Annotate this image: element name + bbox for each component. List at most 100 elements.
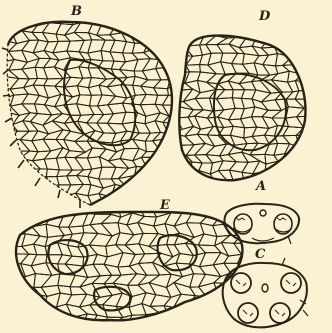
- tissue-cell: [295, 147, 313, 152]
- label-c: C: [255, 248, 265, 261]
- tissue-cell: [41, 204, 62, 213]
- tissue-cell: [83, 225, 98, 234]
- tissue-cell: [189, 304, 207, 317]
- tissue-cell: [262, 293, 275, 307]
- tissue-cell: [232, 64, 249, 74]
- tissue-cell: [319, 62, 332, 74]
- tissue-cell: [104, 324, 123, 333]
- tissue-cell: [188, 191, 203, 199]
- tissue-cell: [259, 264, 276, 275]
- tissue-cell: [307, 180, 324, 191]
- figure-c-section: [223, 258, 308, 327]
- tissue-cell: [13, 168, 29, 178]
- tissue-cell: [317, 107, 332, 118]
- tissue-cell: [174, 283, 195, 296]
- tissue-cell: [310, 152, 326, 163]
- label-d: D: [259, 10, 270, 23]
- tissue-cell: [154, 43, 172, 52]
- tissue-cell: [157, 157, 172, 169]
- tissue-cell: [197, 303, 219, 315]
- tissue-cell: [252, 117, 269, 129]
- tissue-cell: [138, 275, 160, 285]
- tissue-cell: [21, 295, 40, 307]
- tissue-cell: [30, 305, 50, 315]
- tissue-cell: [56, 205, 69, 212]
- tissue-cell: [9, 194, 27, 205]
- tissue-cell: [317, 190, 332, 201]
- tissue-cell: [299, 45, 313, 55]
- tissue-cell: [134, 59, 150, 71]
- tissue-cell: [75, 141, 92, 152]
- tissue-cell: [0, 176, 15, 186]
- tissue-cell: [179, 176, 194, 188]
- tissue-cell: [145, 24, 159, 32]
- tissue-cell: [199, 314, 220, 327]
- tissue-cell: [295, 152, 310, 162]
- tissue-cell: [128, 324, 146, 333]
- tissue-cell: [198, 234, 217, 246]
- tissue-cell: [308, 54, 324, 63]
- tissue-cell: [134, 196, 147, 206]
- tissue-cell: [42, 204, 64, 218]
- tissue-cell: [141, 175, 162, 188]
- tissue-cell: [87, 114, 104, 123]
- tissue-cell: [249, 29, 270, 36]
- tissue-cell: [321, 36, 332, 46]
- tissue-cell: [89, 14, 102, 24]
- tissue-cell: [244, 28, 258, 39]
- tissue-cell: [67, 170, 84, 176]
- tissue-cell: [165, 176, 179, 188]
- tissue-cell: [156, 175, 172, 187]
- tissue-cell: [23, 169, 40, 178]
- tissue-cell: [295, 81, 314, 91]
- tissue-cell: [177, 51, 193, 59]
- tissue-cell: [296, 161, 310, 173]
- tissue-cell: [285, 27, 302, 39]
- label-a: A: [256, 180, 266, 193]
- tissue-cell: [20, 212, 41, 223]
- tissue-cell: [174, 14, 191, 25]
- tissue-cell: [31, 203, 48, 213]
- tissue-cell: [308, 35, 322, 46]
- tissue-cell: [296, 172, 310, 182]
- tissue-cell: [307, 190, 325, 201]
- tissue-cell: [165, 166, 183, 178]
- tissue-cell: [307, 172, 324, 182]
- tissue-cell: [1, 151, 17, 160]
- tissue-cell: [129, 304, 146, 316]
- tissue-cell: [10, 205, 25, 214]
- tissue-cell: [22, 94, 39, 104]
- tissue-cell: [58, 317, 73, 326]
- tissue-cell: [263, 283, 275, 297]
- tissue-cell: [0, 167, 16, 177]
- tissue-cell: [43, 326, 64, 333]
- tissue-cell: [318, 135, 332, 146]
- tissue-cell: [320, 143, 332, 154]
- tissue-cell: [80, 276, 100, 287]
- tissue-cell: [287, 162, 304, 174]
- tissue-cell: [8, 315, 29, 326]
- tissue-cell: [130, 24, 148, 34]
- tissue-cell: [308, 27, 323, 36]
- tissue-cell: [190, 185, 206, 196]
- tissue-cell: [89, 85, 103, 95]
- tissue-cell: [168, 51, 180, 61]
- tissue-cell: [287, 188, 303, 199]
- tissue-cell: [133, 139, 147, 151]
- tissue-cell: [104, 275, 121, 284]
- tissue-cell: [186, 65, 201, 73]
- tissue-cell: [245, 266, 267, 277]
- tissue-cell: [317, 118, 332, 128]
- tissue-cell: [32, 139, 51, 152]
- tissue-cell: [31, 194, 48, 204]
- tissue-cell: [186, 25, 206, 34]
- tissue-cell: [20, 140, 38, 152]
- tissue-cell: [177, 187, 193, 197]
- figure-a-section: [224, 204, 299, 244]
- tissue-cell: [58, 325, 75, 333]
- tissue-cell: [307, 90, 321, 101]
- label-e: E: [160, 199, 170, 212]
- tissue-cell: [110, 40, 126, 53]
- tissue-cell: [316, 100, 332, 108]
- tissue-cell: [224, 325, 239, 333]
